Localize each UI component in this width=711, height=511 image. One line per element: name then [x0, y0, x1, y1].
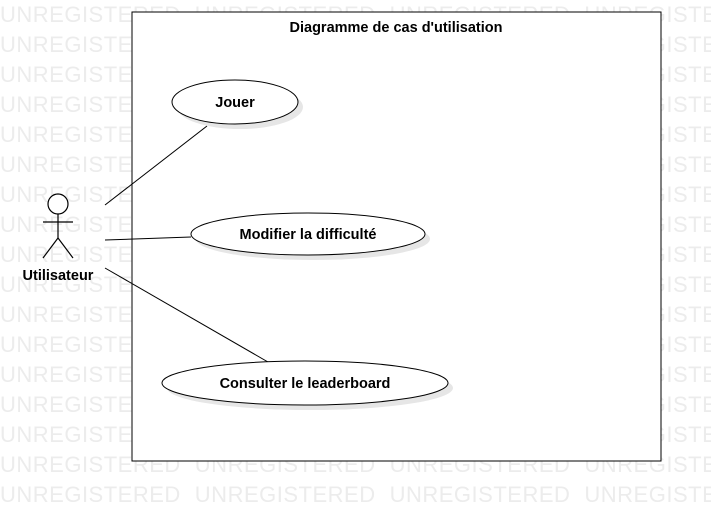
use-case-ellipse	[190, 212, 426, 256]
use-case-jouer[interactable]: Jouer	[171, 79, 303, 129]
association-jouer[interactable]	[104, 125, 208, 206]
actor-right-leg	[57, 237, 74, 259]
actor-left-leg	[42, 237, 59, 259]
actor-name: Utilisateur	[23, 268, 94, 284]
use-case-modifier-difficulte[interactable]: Modifier la difficulté	[190, 212, 430, 260]
association-consulter-leaderboard[interactable]	[104, 267, 269, 363]
use-case-label: Consulter le leaderboard	[220, 376, 391, 392]
association-modifier-difficulte[interactable]	[104, 236, 192, 241]
use-case-label: Jouer	[215, 95, 255, 111]
use-case-ellipse	[161, 360, 449, 406]
actor-utilisateur[interactable]: Utilisateur	[23, 193, 94, 284]
use-case-consulter-leaderboard[interactable]: Consulter le leaderboard	[161, 360, 453, 410]
use-case-ellipse	[171, 79, 299, 125]
system-title: Diagramme de cas d'utilisation	[290, 20, 503, 36]
actor-head	[47, 193, 69, 215]
use-case-label: Modifier la difficulté	[240, 227, 377, 243]
